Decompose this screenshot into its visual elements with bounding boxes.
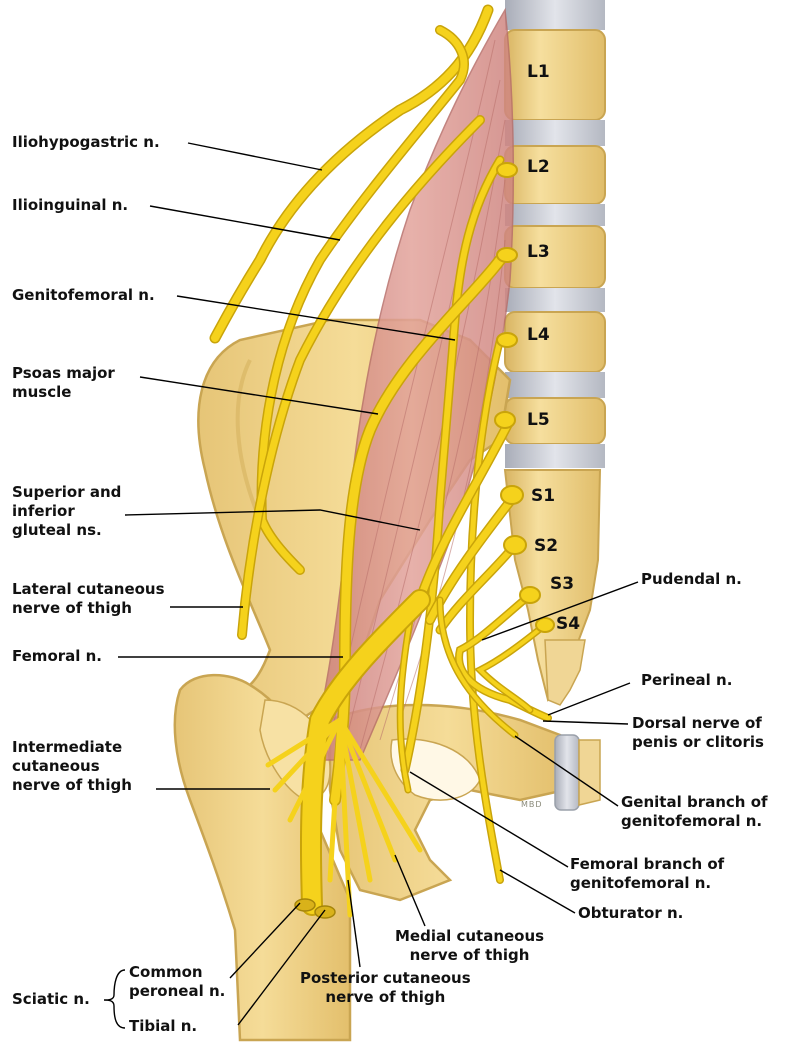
label-femoral-nerve: Femoral n.	[12, 647, 103, 665]
nerves	[209, 4, 555, 919]
label-genitofemoral-nerve: Genitofemoral n.	[12, 286, 155, 304]
vertebra-s2-label: S2	[534, 536, 559, 556]
label-femoral-branch: Femoral branch of genitofemoral n.	[570, 855, 725, 892]
label-dorsal-nerve: Dorsal nerve of penis or clitoris	[632, 714, 764, 751]
label-pudendal-nerve: Pudendal n.	[641, 570, 742, 588]
vertebra-s1-label: S1	[531, 486, 556, 506]
label-genital-branch: Genital branch of genitofemoral n.	[621, 793, 768, 830]
label-lateral-cutaneous-nerve: Lateral cutaneous nerve of thigh	[12, 580, 165, 617]
label-intermediate-cutaneous-nerve: Intermediate cutaneous nerve of thigh	[12, 738, 132, 794]
vertebra-l3-label: L3	[527, 242, 550, 262]
label-gluteal-nerves: Superior and inferior gluteal ns.	[12, 483, 122, 539]
label-posterior-cutaneous-nerve: Posterior cutaneous nerve of thigh	[300, 969, 471, 1006]
label-iliohypogastric-nerve: Iliohypogastric n.	[12, 133, 160, 151]
label-sciatic-nerve: Sciatic n.	[12, 990, 90, 1008]
label-perineal-nerve: Perineal n.	[641, 671, 733, 689]
vertebra-s3-label: S3	[550, 574, 575, 594]
vertebra-l4-label: L4	[527, 325, 550, 345]
vertebra-l5-label: L5	[527, 410, 550, 430]
lumbar-spine	[504, 0, 606, 468]
label-common-peroneal-nerve: Common peroneal n.	[129, 963, 226, 1000]
label-psoas-major-muscle: Psoas major muscle	[12, 364, 115, 401]
vertebra-l2-label: L2	[527, 157, 550, 177]
label-obturator-nerve: Obturator n.	[578, 904, 684, 922]
leader-lines	[103, 142, 639, 1029]
label-ilioinguinal-nerve: Ilioinguinal n.	[12, 196, 129, 214]
artist-stamp: MBD	[521, 800, 543, 809]
vertebra-l1-label: L1	[527, 62, 550, 82]
vertebra-s4-label: S4	[556, 614, 581, 634]
label-medial-cutaneous-nerve: Medial cutaneous nerve of thigh	[395, 927, 545, 964]
label-tibial-nerve: Tibial n.	[129, 1017, 198, 1035]
